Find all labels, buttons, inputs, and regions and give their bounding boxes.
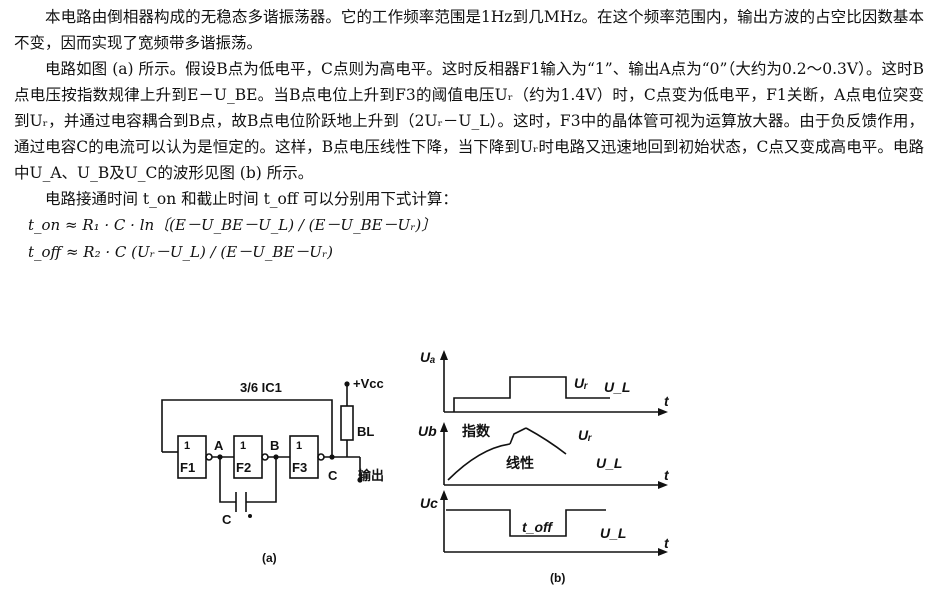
cap-dot: [248, 514, 252, 518]
ua-ur-label: Uᵣ: [574, 375, 588, 391]
uc-waveform: [446, 509, 606, 537]
ua-x-arrow: [658, 408, 668, 416]
waveform-labels: Uₐ t Uᵣ U_L Ub 指数 线性 Uᵣ U_L t Uc t_off U…: [418, 349, 670, 585]
bubble-f1: [205, 453, 213, 461]
ub-linear-label: 线性: [506, 455, 534, 471]
node-dot-b: [273, 454, 279, 460]
wire-cap-left: [219, 457, 236, 503]
ua-label: Uₐ: [420, 349, 436, 365]
formula-toff: t_off ≈ R₂ · C (Uᵣ－U_L) / (E－U_BE－Uᵣ): [28, 243, 334, 261]
vcc-dot: [344, 381, 350, 387]
node-label-b: B: [270, 438, 279, 453]
gate-label-f3: F3: [292, 460, 307, 475]
output-dot: [357, 477, 363, 483]
node-dot-a: [217, 454, 223, 460]
formula-ton: t_on ≈ R₁ · C · ln〔(E－U_BE－U_L) / (E－U_B…: [28, 216, 437, 234]
ub-y-arrow: [440, 422, 448, 432]
ub-label: Ub: [418, 423, 437, 439]
gate-label-f1: F1: [180, 460, 195, 475]
bubble-f2: [261, 453, 269, 461]
gate-mark-f3: 1: [296, 440, 302, 452]
article-body: 本电路由倒相器构成的无稳态多谐振荡器。它的工作频率范围是1Hz到几MHz。在这个…: [14, 4, 924, 266]
gate-label-f2: F2: [236, 460, 251, 475]
uc-time-label: t: [664, 535, 670, 551]
circuit-dots: [217, 381, 363, 518]
node-label-c: C: [328, 468, 338, 483]
figure-svg: 3/6 IC1 +Vcc BL 1 1 1 F1 F2 F3 A B C C 输…: [161, 349, 670, 585]
waveform-arrows: [440, 350, 668, 556]
ub-step: [509, 427, 527, 445]
capacitor-label: C: [222, 512, 232, 527]
resistor-bl: [340, 405, 354, 441]
uc-ul-label: U_L: [600, 525, 626, 541]
ua-ul-label: U_L: [604, 379, 630, 395]
uc-label: Uc: [420, 495, 438, 511]
bubble-f3: [317, 453, 325, 461]
resistor-label: BL: [357, 424, 374, 439]
ub-exponential: [447, 443, 511, 481]
paragraph-operation: 电路如图 (a) 所示。假设B点为低电平，C点则为高电平。这时反相器F1输入为“…: [14, 60, 924, 182]
paragraph-formula-intro: 电路接通时间 t_on 和截止时间 t_off 可以分别用下式计算：: [45, 190, 458, 208]
gate-mark-f2: 1: [240, 440, 246, 452]
node-label-a: A: [214, 438, 224, 453]
waveform-diagram: [443, 356, 662, 553]
ub-ur-label: Uᵣ: [578, 427, 592, 443]
waveform-caption: (b): [550, 571, 565, 585]
ic-label: 3/6 IC1: [240, 380, 282, 395]
node-dot-c: [329, 454, 335, 460]
paragraph-intro: 本电路由倒相器构成的无稳态多谐振荡器。它的工作频率范围是1Hz到几MHz。在这个…: [14, 8, 924, 52]
ub-linear: [525, 427, 567, 455]
circuit-labels: 3/6 IC1 +Vcc BL 1 1 1 F1 F2 F3 A B C C 输…: [180, 376, 384, 565]
gate-mark-f1: 1: [184, 440, 190, 452]
circuit-diagram: [161, 386, 361, 512]
uc-x-arrow: [658, 548, 668, 556]
output-label: 输出: [358, 468, 384, 483]
feedback-wire: [161, 399, 333, 452]
ub-ul-label: U_L: [596, 455, 622, 471]
wire-cap-right: [246, 457, 277, 503]
ua-y-arrow: [440, 350, 448, 360]
ub-exp-label: 指数: [462, 423, 491, 439]
figure-area: 3/6 IC1 +Vcc BL 1 1 1 F1 F2 F3 A B C C 输…: [0, 340, 934, 594]
ua-waveform: [453, 376, 610, 412]
vcc-label: +Vcc: [353, 376, 384, 391]
uc-y-arrow: [440, 490, 448, 500]
circuit-caption: (a): [262, 551, 277, 565]
ub-x-arrow: [658, 481, 668, 489]
uc-toff-label: t_off: [522, 519, 553, 535]
ua-time-label: t: [664, 393, 670, 409]
ub-time-label: t: [664, 467, 670, 483]
